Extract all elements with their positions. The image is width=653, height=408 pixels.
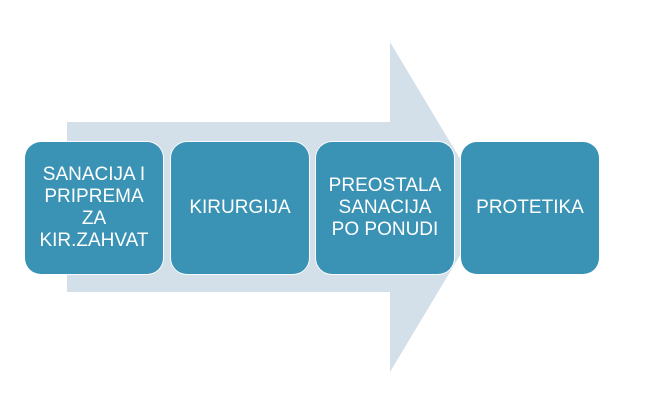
step-box-protetika: PROTETIKA <box>461 142 599 274</box>
step-label-protetika: PROTETIKA <box>476 197 584 218</box>
step-box-sanacija-priprema: SANACIJA I PRIPREMA ZA KIR.ZAHVAT <box>25 142 163 274</box>
step-label-preostala-sanacija: PREOSTALA SANACIJA PO PONUDI <box>328 175 442 240</box>
step-label-sanacija-priprema: SANACIJA I PRIPREMA ZA KIR.ZAHVAT <box>39 164 149 251</box>
step-box-preostala-sanacija: PREOSTALA SANACIJA PO PONUDI <box>316 142 454 274</box>
step-box-kirurgija: KIRURGIJA <box>171 142 309 274</box>
step-label-kirurgija: KIRURGIJA <box>189 197 291 218</box>
